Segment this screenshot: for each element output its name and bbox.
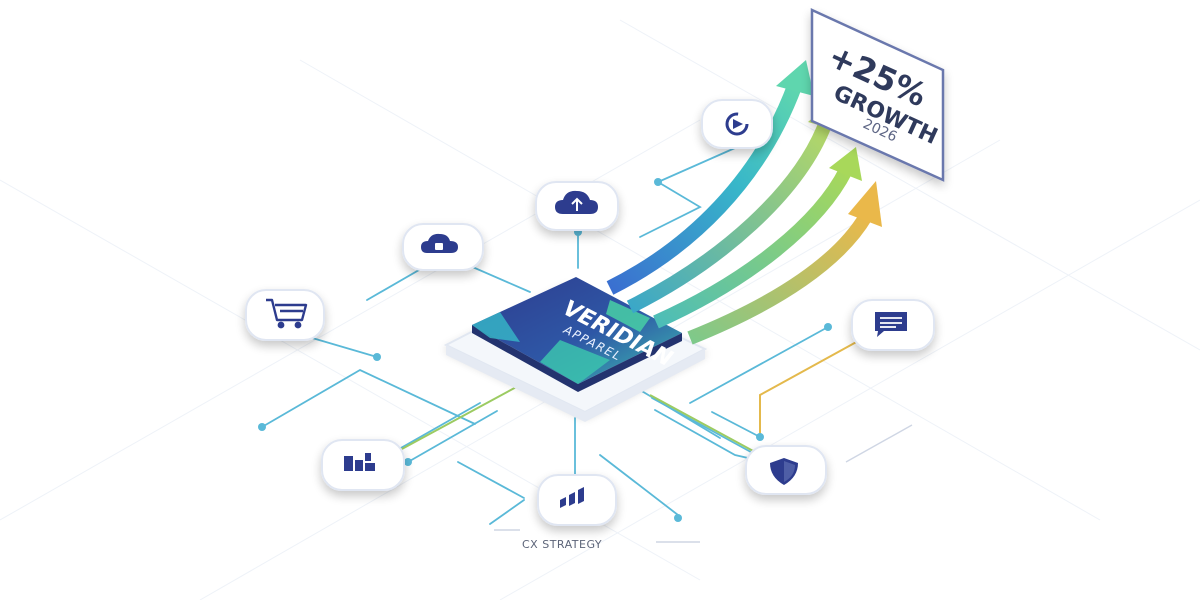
chip-facet	[540, 340, 610, 384]
yellow-arrow-head	[848, 181, 882, 227]
cx-strategy-label: CX STRATEGY	[522, 538, 602, 551]
lime-arrow-head	[829, 147, 862, 181]
connector-bottom	[489, 499, 525, 525]
bar-chart-icon	[560, 487, 584, 508]
dot	[258, 423, 266, 431]
teal-arrow-head	[776, 60, 814, 96]
growth-card: +25% GROWTH 2026	[810, 8, 945, 182]
connector-right-2	[639, 389, 721, 439]
green-arrow	[626, 119, 833, 314]
connector-right-3	[689, 326, 829, 404]
dot	[824, 323, 832, 331]
cycle-arrows-icon	[725, 112, 749, 136]
yellow-arrow	[687, 212, 873, 345]
dot	[756, 433, 764, 441]
connector-refresh	[639, 147, 736, 238]
growth-card-panel	[810, 8, 945, 182]
connector-chat	[759, 339, 861, 437]
node-lock	[402, 223, 484, 271]
lime-arrow	[653, 166, 853, 329]
decorative-lines	[494, 424, 913, 543]
dot	[654, 178, 662, 186]
cloud-lock-icon	[421, 233, 458, 253]
node-bars	[537, 474, 617, 526]
node-upload	[535, 181, 619, 231]
connector-bottom-right	[599, 454, 679, 516]
chip-facet	[606, 300, 650, 332]
shopping-cart-icon	[266, 298, 308, 329]
chip-top-side	[472, 325, 682, 392]
connector-right-4	[711, 411, 761, 438]
chat-bubble-icon	[875, 312, 907, 337]
dot	[674, 514, 682, 522]
teal-arrow	[606, 82, 803, 295]
connector-left	[261, 368, 476, 428]
node-refresh	[701, 99, 773, 149]
node-cart	[245, 289, 325, 341]
veridian-chip: VERIDIAN APPAREL	[443, 277, 708, 422]
connector-down-left	[457, 461, 525, 499]
shield-icon	[770, 458, 798, 485]
dot	[404, 458, 412, 466]
chip-facet	[472, 312, 520, 342]
connector-analytics-2	[407, 410, 498, 463]
analytics-icon	[344, 453, 375, 471]
cloud-upload-icon	[555, 190, 598, 214]
node-shield	[745, 445, 827, 495]
chip-base-side	[446, 345, 705, 422]
node-chat	[851, 299, 935, 351]
chip-top	[472, 277, 682, 384]
connector-green-lines	[399, 384, 756, 453]
node-analytics	[321, 439, 405, 491]
dot	[373, 353, 381, 361]
